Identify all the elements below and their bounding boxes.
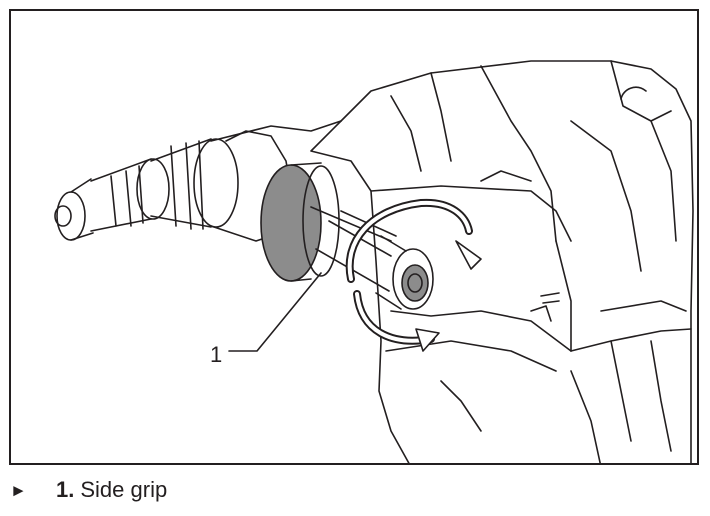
caption-item-number: 1. — [56, 477, 75, 502]
callout-number: 1 — [210, 342, 223, 367]
figure-frame: 1 — [9, 9, 699, 465]
caption-item-label: Side grip — [80, 477, 168, 502]
callout-leader-line — [228, 272, 322, 352]
rotation-arrow-icon — [345, 198, 482, 352]
rotary-hammer-illustration — [54, 60, 694, 463]
side-grip — [260, 162, 434, 310]
tool-body — [310, 60, 694, 463]
caption-marker-icon: ► — [10, 480, 27, 500]
figure-caption: ► 1. Side grip — [10, 476, 167, 504]
